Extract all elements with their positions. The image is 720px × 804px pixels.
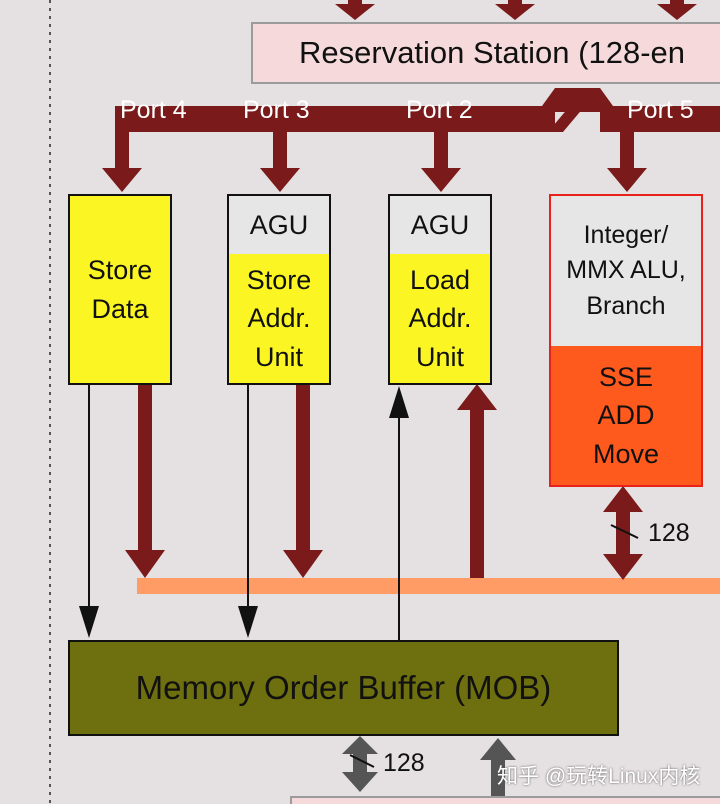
store-addr-label: Store Addr. Unit [246,265,312,372]
sse-label: SSE ADD Move [592,362,660,469]
bus-width-tick-alu [610,524,639,539]
thin-arrowheads [79,386,409,638]
memory-order-buffer: Memory Order Buffer (MOB) [68,640,619,736]
mob-bus-width: 128 [383,749,425,777]
load-agu-header: AGU [390,196,490,254]
port-distribution-bar [102,88,720,192]
store-agu-header: AGU [229,196,329,254]
reservation-station: Reservation Station (128-en [251,22,720,84]
load-address-unit: AGU Load Addr. Unit [388,194,492,385]
integer-alu-unit: Integer/ MMX ALU, Branch SSE ADD Move [549,194,703,487]
mob-label: Memory Order Buffer (MOB) [135,669,552,706]
mob-bus-arrows [342,736,516,798]
load-addr-label: Load Addr. Unit [408,265,472,372]
watermark: 知乎 @玩转Linux内核 [497,765,701,788]
port-2-label: Port 2 [406,96,473,124]
alu-bus-width: 128 [648,519,690,547]
bus-width-tick-mob [349,754,375,768]
port-5-label: Port 5 [627,96,694,124]
lower-component [290,796,720,804]
port-3-label: Port 3 [243,96,310,124]
store-data-unit: Store Data [68,194,172,385]
unit-output-arrows [125,384,643,580]
incoming-arrows [335,0,697,20]
reservation-station-label: Reservation Station (128-en [299,35,686,70]
data-bus [137,578,720,594]
store-address-unit: AGU Store Addr. Unit [227,194,331,385]
port-4-label: Port 4 [120,96,187,124]
store-data-label: Store Data [87,255,153,324]
integer-alu-header: Integer/ MMX ALU, Branch [551,196,701,346]
thin-arrows [88,385,400,640]
